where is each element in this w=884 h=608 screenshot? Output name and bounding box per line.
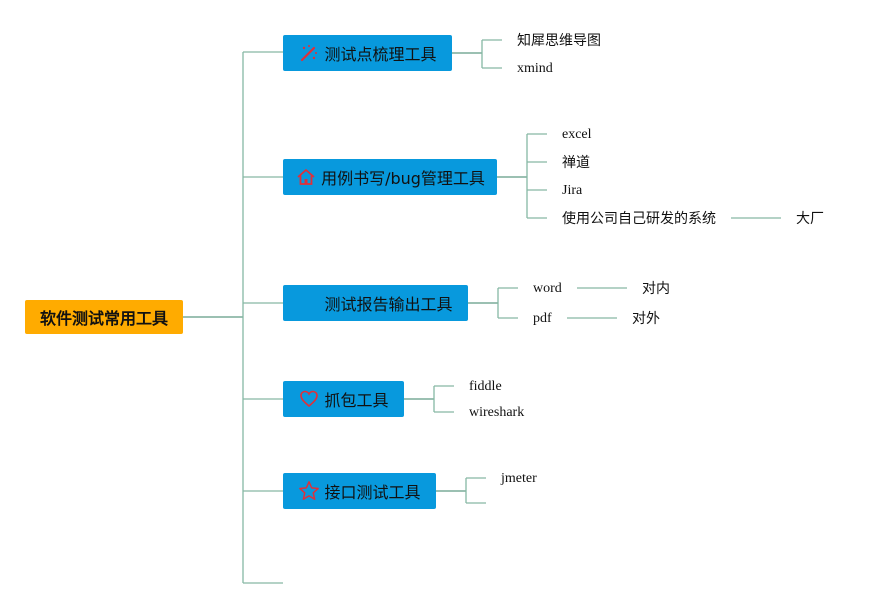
branch-label: 用例书写/bug管理工具 (321, 169, 485, 188)
home-icon (295, 166, 317, 188)
leaf-excel[interactable]: excel (562, 127, 592, 142)
root-label: 软件测试常用工具 (39, 309, 168, 328)
branch-capture-tools[interactable]: 抓包工具 (283, 381, 404, 417)
leaf-in-house-system[interactable]: 使用公司自己研发的系统 (562, 211, 716, 227)
root-node[interactable]: 软件测试常用工具 (25, 300, 183, 334)
heart-icon (298, 388, 320, 410)
leaf-zhixi-mindmap[interactable]: 知犀思维导图 (517, 33, 601, 49)
blank-icon (298, 292, 320, 314)
branch-label: 抓包工具 (324, 391, 389, 410)
branch-case-bug-tools[interactable]: 用例书写/bug管理工具 (283, 159, 497, 195)
branch-test-point-tools[interactable]: 测试点梳理工具 (283, 35, 452, 71)
star-icon (298, 480, 320, 502)
leaf-big-company[interactable]: 大厂 (796, 211, 824, 227)
leaf-word[interactable]: word (533, 281, 562, 296)
leaf-internal[interactable]: 对内 (642, 281, 670, 297)
magic-wand-icon (298, 42, 320, 64)
branch-api-tools[interactable]: 接口测试工具 (283, 473, 436, 509)
branch-label: 测试报告输出工具 (324, 295, 453, 314)
leaf-pdf[interactable]: pdf (533, 311, 552, 326)
branch-label: 接口测试工具 (324, 483, 421, 502)
leaf-zentao[interactable]: 禅道 (562, 155, 590, 171)
branch-label: 测试点梳理工具 (324, 45, 437, 64)
leaf-xmind[interactable]: xmind (517, 61, 553, 76)
leaf-wireshark[interactable]: wireshark (469, 405, 525, 420)
leaf-jmeter[interactable]: jmeter (501, 471, 537, 486)
branch-report-tools[interactable]: 测试报告输出工具 (283, 285, 468, 321)
leaf-fiddle[interactable]: fiddle (469, 379, 502, 394)
leaf-external[interactable]: 对外 (632, 311, 660, 327)
leaf-jira[interactable]: Jira (562, 183, 583, 198)
